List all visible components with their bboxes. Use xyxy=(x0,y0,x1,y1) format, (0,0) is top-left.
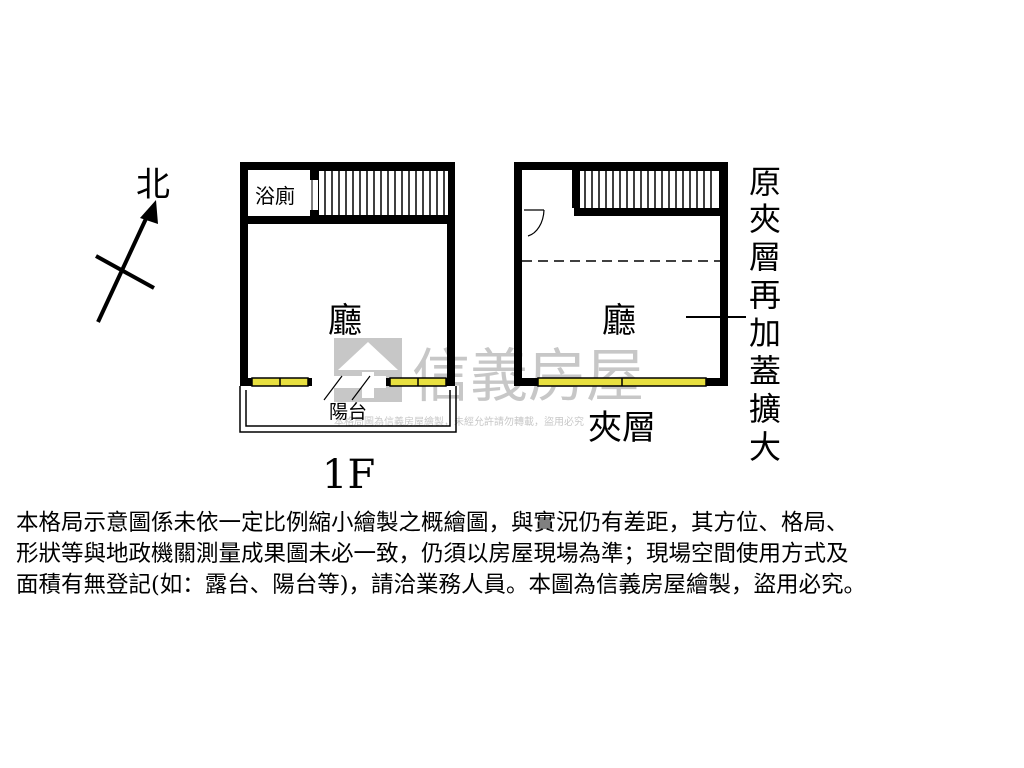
note-char: 大 xyxy=(749,428,781,466)
note-char: 層 xyxy=(749,238,781,276)
compass-crossbar xyxy=(95,254,155,290)
mezzanine-internal-wall-vertical xyxy=(572,166,580,216)
floor1-right-window xyxy=(389,377,447,387)
watermark-logo-icon xyxy=(334,338,402,402)
floor1-internal-wall-horizontal xyxy=(244,216,451,224)
disclaimer-line: 形狀等與地政機關測量成果圖未必一致，仍須以房屋現場為準；現場空間使用方式及 xyxy=(16,541,849,567)
mezzanine-hall-label: 廳 xyxy=(602,301,636,341)
floor1-hall-label: 廳 xyxy=(328,301,362,341)
mezzanine-note: 原 夾 層 再 加 蓋 擴 大 xyxy=(749,163,781,466)
floor1-balcony-outline xyxy=(239,386,457,433)
mezzanine-door xyxy=(524,209,545,237)
floor1-left-window xyxy=(251,377,309,387)
floor1-bathroom-label: 浴廁 xyxy=(255,184,295,208)
mezzanine-floor-label: 夾層 xyxy=(588,408,656,448)
disclaimer-line: 本格局示意圖係未依一定比例縮小繪製之概繪圖，與實況仍有差距，其方位、格局、 xyxy=(16,510,849,536)
disclaimer-text: 本格局示意圖係未依一定比例縮小繪製之概繪圖，與實況仍有差距，其方位、格局、 形狀… xyxy=(16,508,1016,601)
note-char: 蓋 xyxy=(749,352,781,390)
floor1-stair xyxy=(317,169,450,217)
watermark-small-text: 本格局圖為信義房屋繪製，未經允許請勿轉載，盜用必究 xyxy=(334,415,584,428)
note-char: 加 xyxy=(749,314,781,352)
note-char: 原 xyxy=(749,163,781,201)
compass-needle xyxy=(96,209,152,323)
floor1-plan: 浴廁 廳 陽台 1F xyxy=(239,162,457,498)
floor1-floor-label: 1F xyxy=(322,452,375,498)
floor-plan-diagram: 信義房屋 本格局圖為信義房屋繪製，未經允許請勿轉載，盜用必究 北 xyxy=(95,162,781,498)
disclaimer-line: 面積有無登記(如：露台、陽台等)，請洽業務人員。本圖為信義房屋繪製，盜用必究。 xyxy=(16,572,867,598)
note-char: 夾 xyxy=(749,200,781,238)
watermark-brand: 信義房屋 xyxy=(412,342,644,410)
note-char: 擴 xyxy=(749,390,781,428)
compass-north-label: 北 xyxy=(136,165,170,205)
floor1-balcony-label: 陽台 xyxy=(329,401,367,423)
mezzanine-internal-wall-horizontal xyxy=(572,208,724,216)
north-arrow-icon xyxy=(140,200,158,224)
mezzanine-stair xyxy=(577,169,721,213)
note-char: 再 xyxy=(749,276,781,314)
mezzanine-window xyxy=(537,377,707,387)
compass: 北 xyxy=(95,165,170,323)
floor1-balcony-door xyxy=(323,375,371,401)
mezzanine-plan: 廳 夾層 原 夾 層 再 加 蓋 擴 大 xyxy=(514,162,781,466)
